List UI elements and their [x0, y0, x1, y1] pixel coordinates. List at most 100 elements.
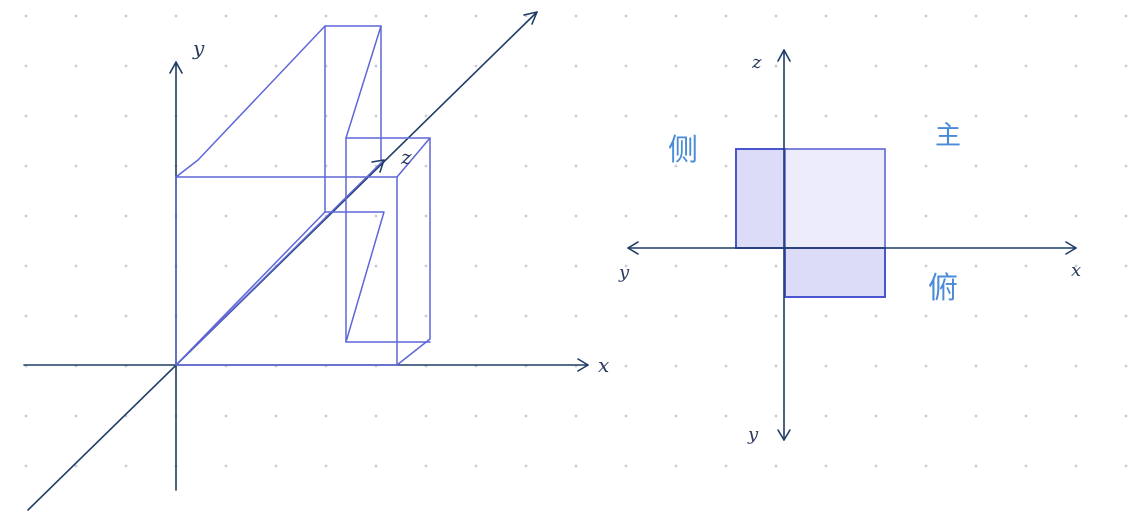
grid-dot [374, 314, 378, 318]
grid-dot [824, 114, 828, 118]
grid-dot [374, 414, 378, 418]
grid-dot [474, 414, 478, 418]
grid-dot [724, 264, 728, 268]
grid-dot [324, 314, 328, 318]
grid-dot [924, 14, 928, 18]
grid-dot [674, 164, 678, 168]
left-z-arrowhead [523, 11, 538, 25]
grid-dot [1074, 364, 1078, 368]
grid-dot [1074, 264, 1078, 268]
left-3d-figure: x y z [23, 11, 609, 511]
grid-dot [674, 264, 678, 268]
grid-dot [374, 114, 378, 118]
grid-dot [674, 214, 678, 218]
left-x-label: x [598, 353, 609, 377]
grid-dot [974, 214, 978, 218]
grid-dot [1124, 314, 1128, 318]
grid-dot [824, 14, 828, 18]
grid-dot [474, 114, 478, 118]
grid-dot [124, 264, 128, 268]
grid-dot [274, 464, 278, 468]
grid-dot [74, 14, 78, 18]
grid-dot [524, 214, 528, 218]
grid-dot [924, 164, 928, 168]
grid-dot [974, 414, 978, 418]
grid-dot [674, 14, 678, 18]
grid-dot [424, 164, 428, 168]
right-three-view-figure: z y x y 侧 主 俯 [618, 49, 1081, 445]
grid-dot [724, 164, 728, 168]
grid-dot [474, 14, 478, 18]
grid-dot [24, 214, 28, 218]
grid-dot [224, 414, 228, 418]
grid-dot [674, 64, 678, 68]
grid-dot [524, 314, 528, 318]
grid-dot [1024, 464, 1028, 468]
grid-dot [1074, 214, 1078, 218]
grid-dot [574, 214, 578, 218]
grid-dot [1024, 164, 1028, 168]
grid-dot [974, 464, 978, 468]
grid-dot [424, 64, 428, 68]
grid-dot [24, 414, 28, 418]
grid-dot [424, 414, 428, 418]
grid-dot [1124, 164, 1128, 168]
grid-dot [824, 64, 828, 68]
grid-dot [474, 464, 478, 468]
grid-dot [274, 314, 278, 318]
grid-dot [624, 164, 628, 168]
left-z-label: z [400, 145, 412, 169]
grid-dot [624, 314, 628, 318]
grid-dot [274, 414, 278, 418]
grid-dot [474, 214, 478, 218]
grid-dot [824, 364, 828, 368]
right-z-label: z [751, 52, 762, 73]
grid-dot [724, 314, 728, 318]
grid-dot [724, 214, 728, 218]
right-y-bottom-arrowhead [777, 429, 791, 441]
grid-dot [1074, 64, 1078, 68]
grid-dot [574, 464, 578, 468]
grid-dot [1124, 464, 1128, 468]
grid-dot [624, 364, 628, 368]
dot-grid [24, 14, 1128, 468]
grid-dot [574, 14, 578, 18]
grid-dot [1124, 114, 1128, 118]
grid-dot [374, 14, 378, 18]
grid-dot [1024, 64, 1028, 68]
grid-dot [1074, 164, 1078, 168]
grid-dot [74, 214, 78, 218]
grid-dot [624, 114, 628, 118]
grid-dot [424, 464, 428, 468]
grid-dot [224, 114, 228, 118]
grid-dot [24, 14, 28, 18]
grid-dot [224, 164, 228, 168]
grid-dot [774, 414, 778, 418]
grid-dot [374, 264, 378, 268]
grid-dot [124, 114, 128, 118]
grid-dot [924, 214, 928, 218]
grid-dot [624, 414, 628, 418]
grid-dot [524, 164, 528, 168]
grid-dot [574, 314, 578, 318]
grid-dot [24, 164, 28, 168]
grid-dot [474, 314, 478, 318]
grid-dot [1074, 114, 1078, 118]
right-y-left-arrowhead [627, 241, 639, 255]
grid-dot [474, 64, 478, 68]
solid-top-right-edge [396, 137, 431, 178]
grid-dot [624, 214, 628, 218]
grid-dot [924, 314, 928, 318]
grid-dot [924, 414, 928, 418]
grid-dot [874, 364, 878, 368]
grid-dot [524, 114, 528, 118]
grid-dot [874, 414, 878, 418]
grid-dot [624, 64, 628, 68]
grid-dot [574, 64, 578, 68]
grid-dot [774, 314, 778, 318]
grid-dot [224, 14, 228, 18]
grid-dot [724, 14, 728, 18]
grid-dot [724, 364, 728, 368]
grid-dot [974, 264, 978, 268]
